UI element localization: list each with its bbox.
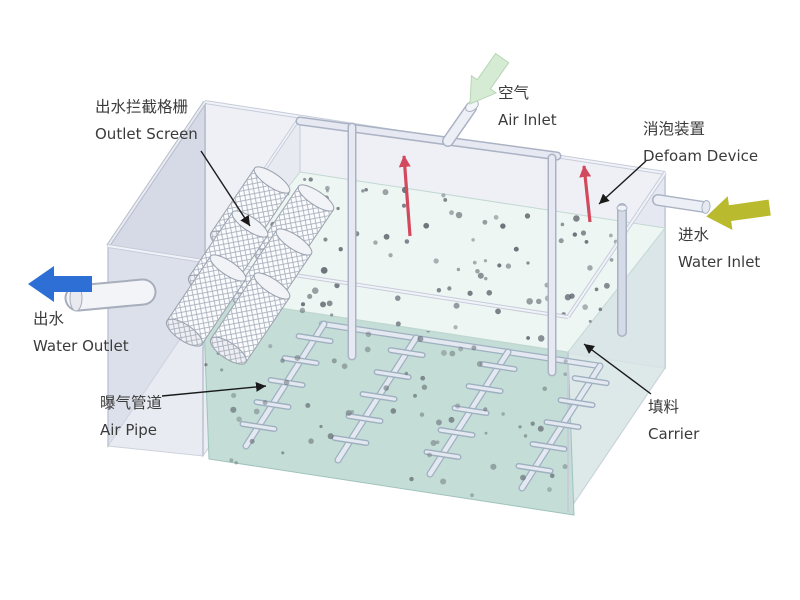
defoam-device-label-zh: 消泡装置 [643, 120, 706, 138]
air-inlet-label-zh: 空气 [498, 84, 530, 102]
outlet-screen-label-zh: 出水拦截格栅 [95, 98, 189, 116]
flow-arrows [398, 155, 592, 237]
carrier-dots-floor [204, 297, 568, 498]
air-pipe-grid [239, 320, 610, 492]
water-outlet-label: 出水 Water Outlet [33, 306, 129, 360]
carrier-label-en: Carrier [648, 425, 700, 443]
carrier-pointer [583, 343, 652, 395]
water-inlet-pipe [652, 194, 711, 214]
water-inlet-label-en: Water Inlet [678, 253, 761, 271]
label-pointers [161, 150, 652, 397]
air-inlet-label-en: Air Inlet [498, 111, 557, 129]
water-inlet-label-zh: 进水 [678, 226, 710, 244]
carrier-label-zh: 填料 [648, 398, 680, 416]
outlet-screen-cylinder [165, 254, 247, 347]
water-outlet-label-en: Water Outlet [33, 337, 129, 355]
flow-arrow-up-right [579, 165, 592, 223]
outlet-screens [165, 166, 335, 365]
air-pipe-label-zh: 曝气管道 [100, 394, 163, 412]
defoam-device-label: 消泡装置 Defoam Device [643, 116, 758, 170]
carrier-label: 填料 Carrier [648, 394, 699, 448]
air-pipe-label-en: Air Pipe [100, 421, 157, 439]
air-pipe-pointer [161, 381, 267, 397]
water-outlet-label-zh: 出水 [33, 310, 65, 328]
defoam-device-label-en: Defoam Device [643, 147, 759, 165]
water-inlet-arrow [706, 196, 771, 230]
flow-arrow-up-left [398, 155, 412, 237]
defoam-pipe [616, 203, 628, 337]
water-outlet-arrow [28, 266, 92, 302]
support-frame [295, 116, 562, 377]
outlet-screen-label: 出水拦截格栅 Outlet Screen [95, 94, 198, 148]
outlet-screen-pointer [200, 150, 251, 227]
defoam-device-pointer [598, 160, 647, 205]
air-inlet-pipe [442, 100, 479, 147]
outlet-screen-label-en: Outlet Screen [95, 125, 198, 143]
water-inlet-label: 进水 Water Inlet [678, 222, 760, 276]
tank-right-wall-waterline [568, 228, 665, 512]
air-inlet-arrow [469, 52, 510, 105]
air-pipe-label: 曝气管道 Air Pipe [100, 390, 162, 444]
air-inlet-label: 空气 Air Inlet [498, 80, 557, 134]
outlet-screen-cylinder [209, 272, 291, 365]
